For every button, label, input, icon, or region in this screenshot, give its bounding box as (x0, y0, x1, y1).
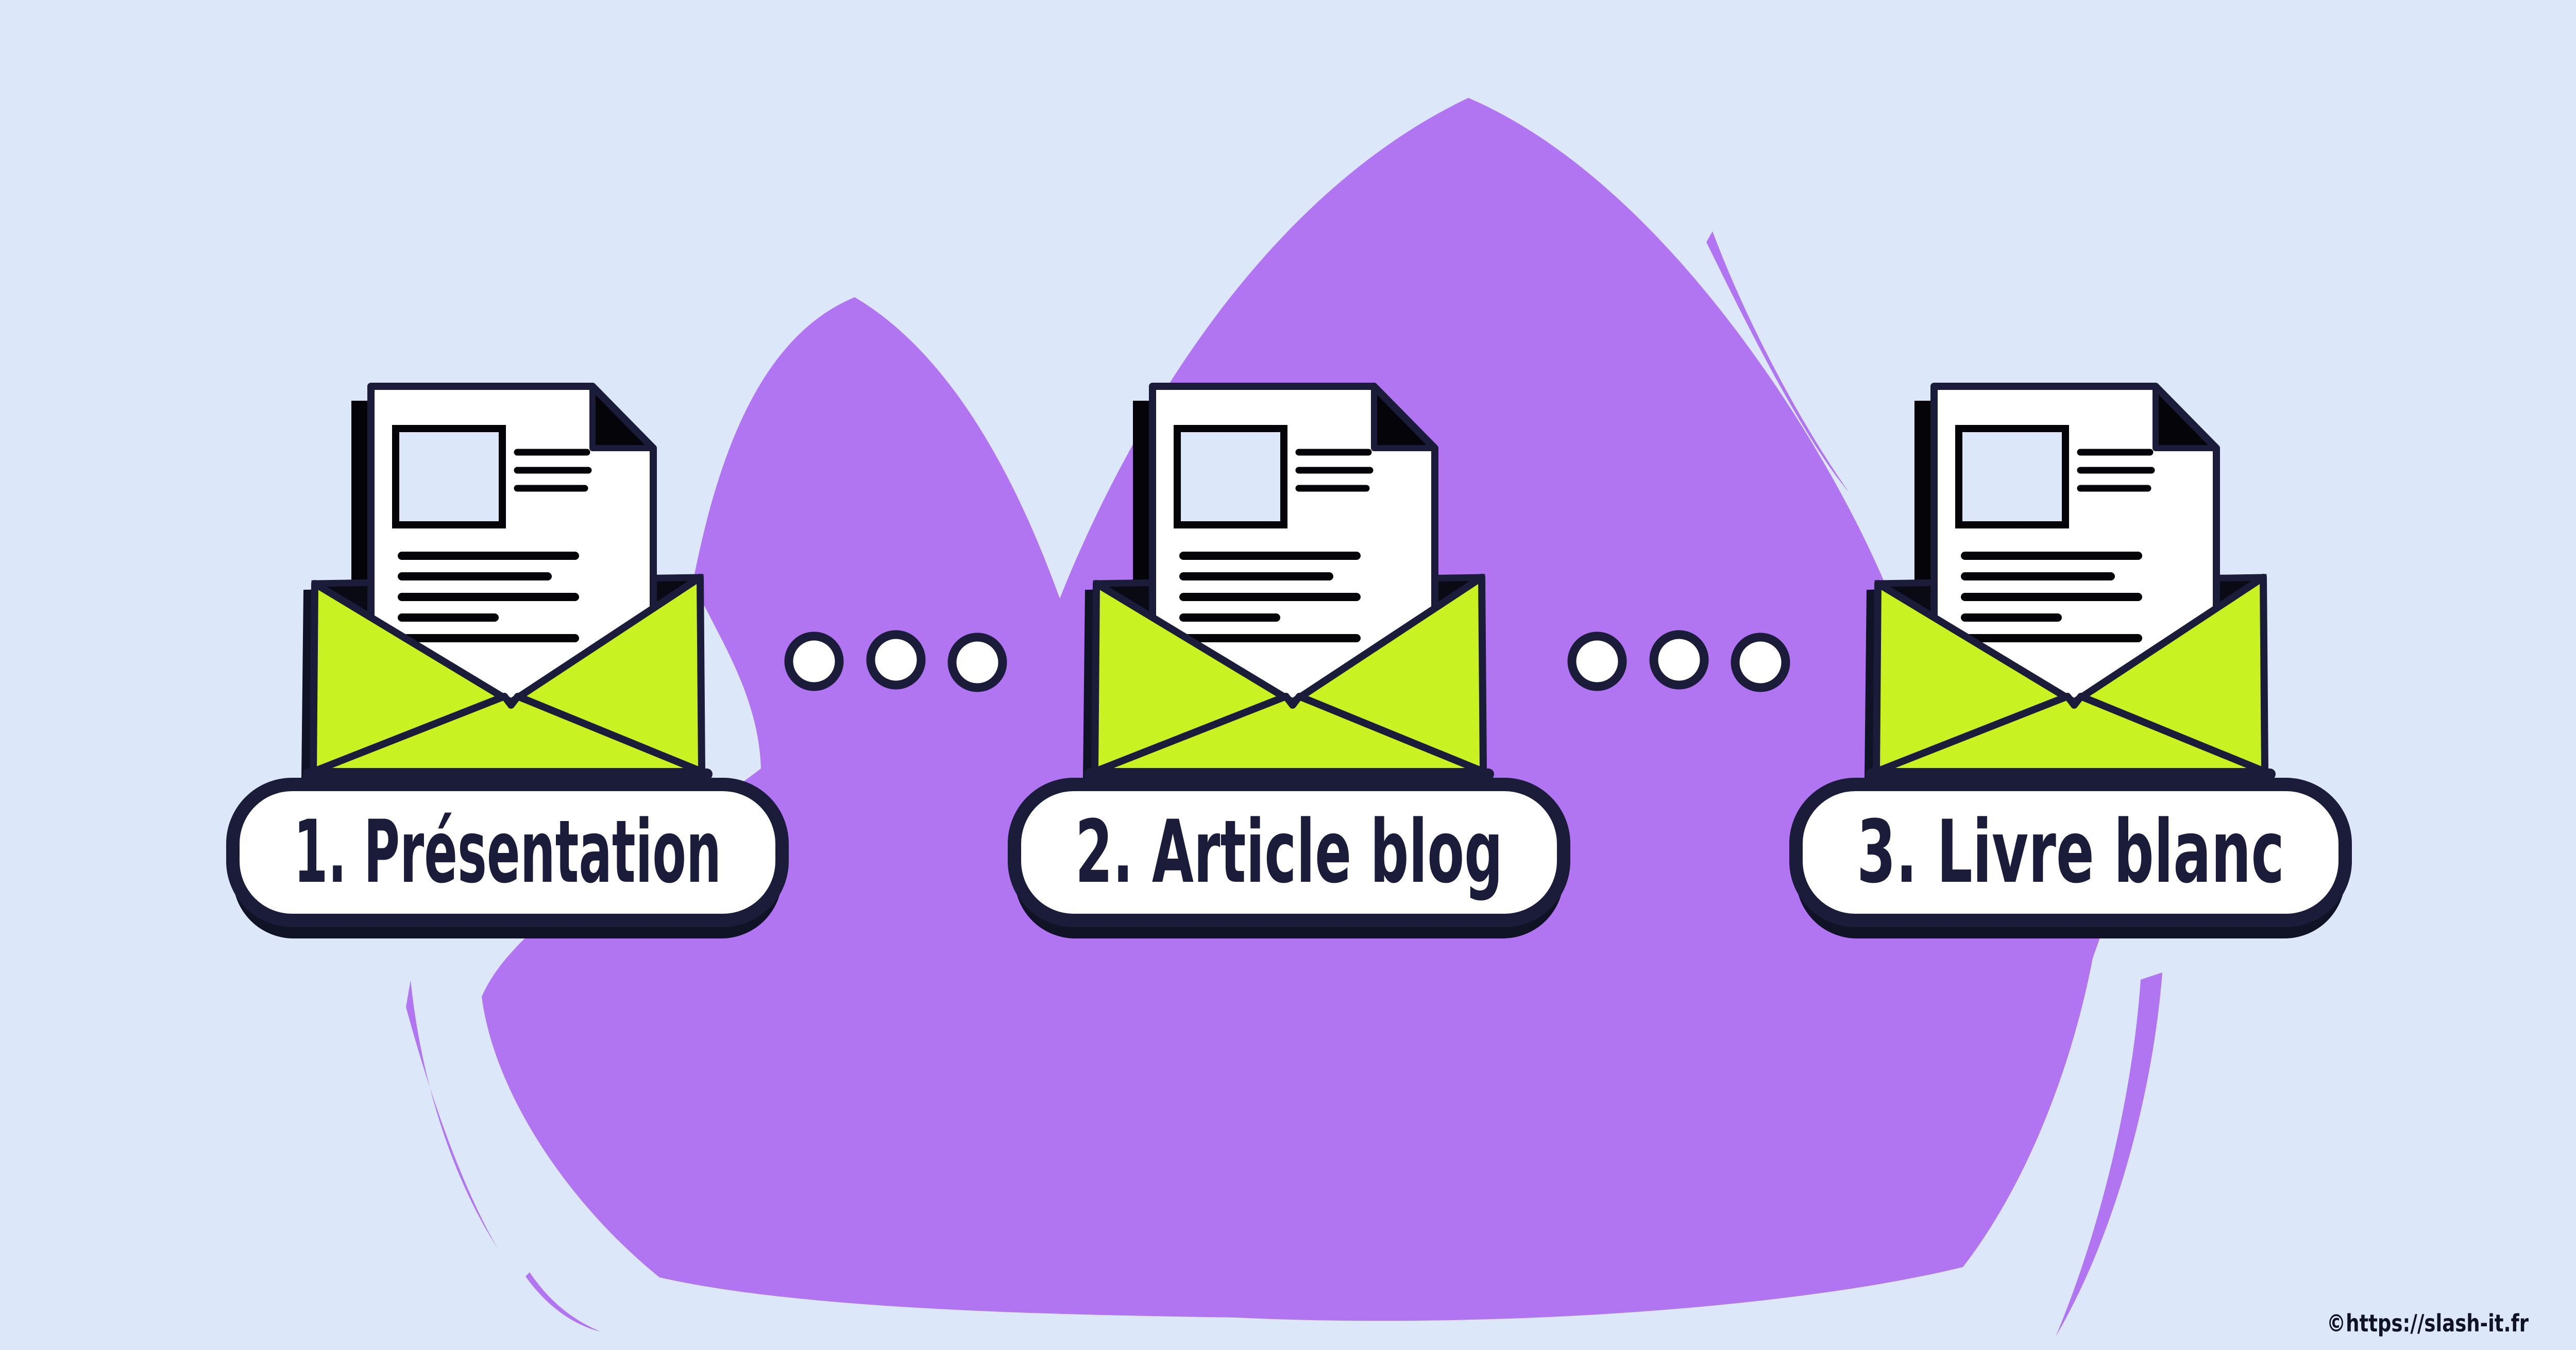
separator-dots-group-2 (1567, 630, 1790, 692)
step-label-pill-2: 2. Article blog (1008, 778, 1570, 938)
separator-dot (784, 631, 844, 691)
step-label-pill-3: 3. Livre blanc (1789, 778, 2352, 938)
step-label: 1. Présentation (294, 801, 721, 902)
envelope-document-icon-step-1 (301, 386, 707, 779)
blob-accent-stroke-top-right (1706, 231, 1849, 492)
separator-dot (1567, 631, 1627, 691)
envelope-document-icon-step-2 (1083, 386, 1488, 779)
separator-dot (1649, 630, 1709, 690)
step-label-pill-1: 1. Présentation (226, 778, 789, 938)
pill-body (1789, 778, 2352, 927)
pill-body (1008, 778, 1570, 927)
separator-dots-group-1 (784, 630, 1007, 692)
separator-dot (866, 630, 926, 690)
step-label: 2. Article blog (1075, 801, 1503, 902)
envelope-document-icon-step-3 (1865, 386, 2270, 779)
pill-body (226, 778, 789, 927)
separator-dot (947, 633, 1007, 692)
blob-accent-stroke-bottom-left-small (526, 1272, 600, 1331)
step-label: 3. Livre blanc (1857, 801, 2284, 902)
separator-dot (1731, 633, 1790, 692)
blob-accent-stroke-bottom-right (2056, 972, 2162, 1337)
watermark-credit: ©https://slash-it.fr (2327, 1309, 2529, 1337)
